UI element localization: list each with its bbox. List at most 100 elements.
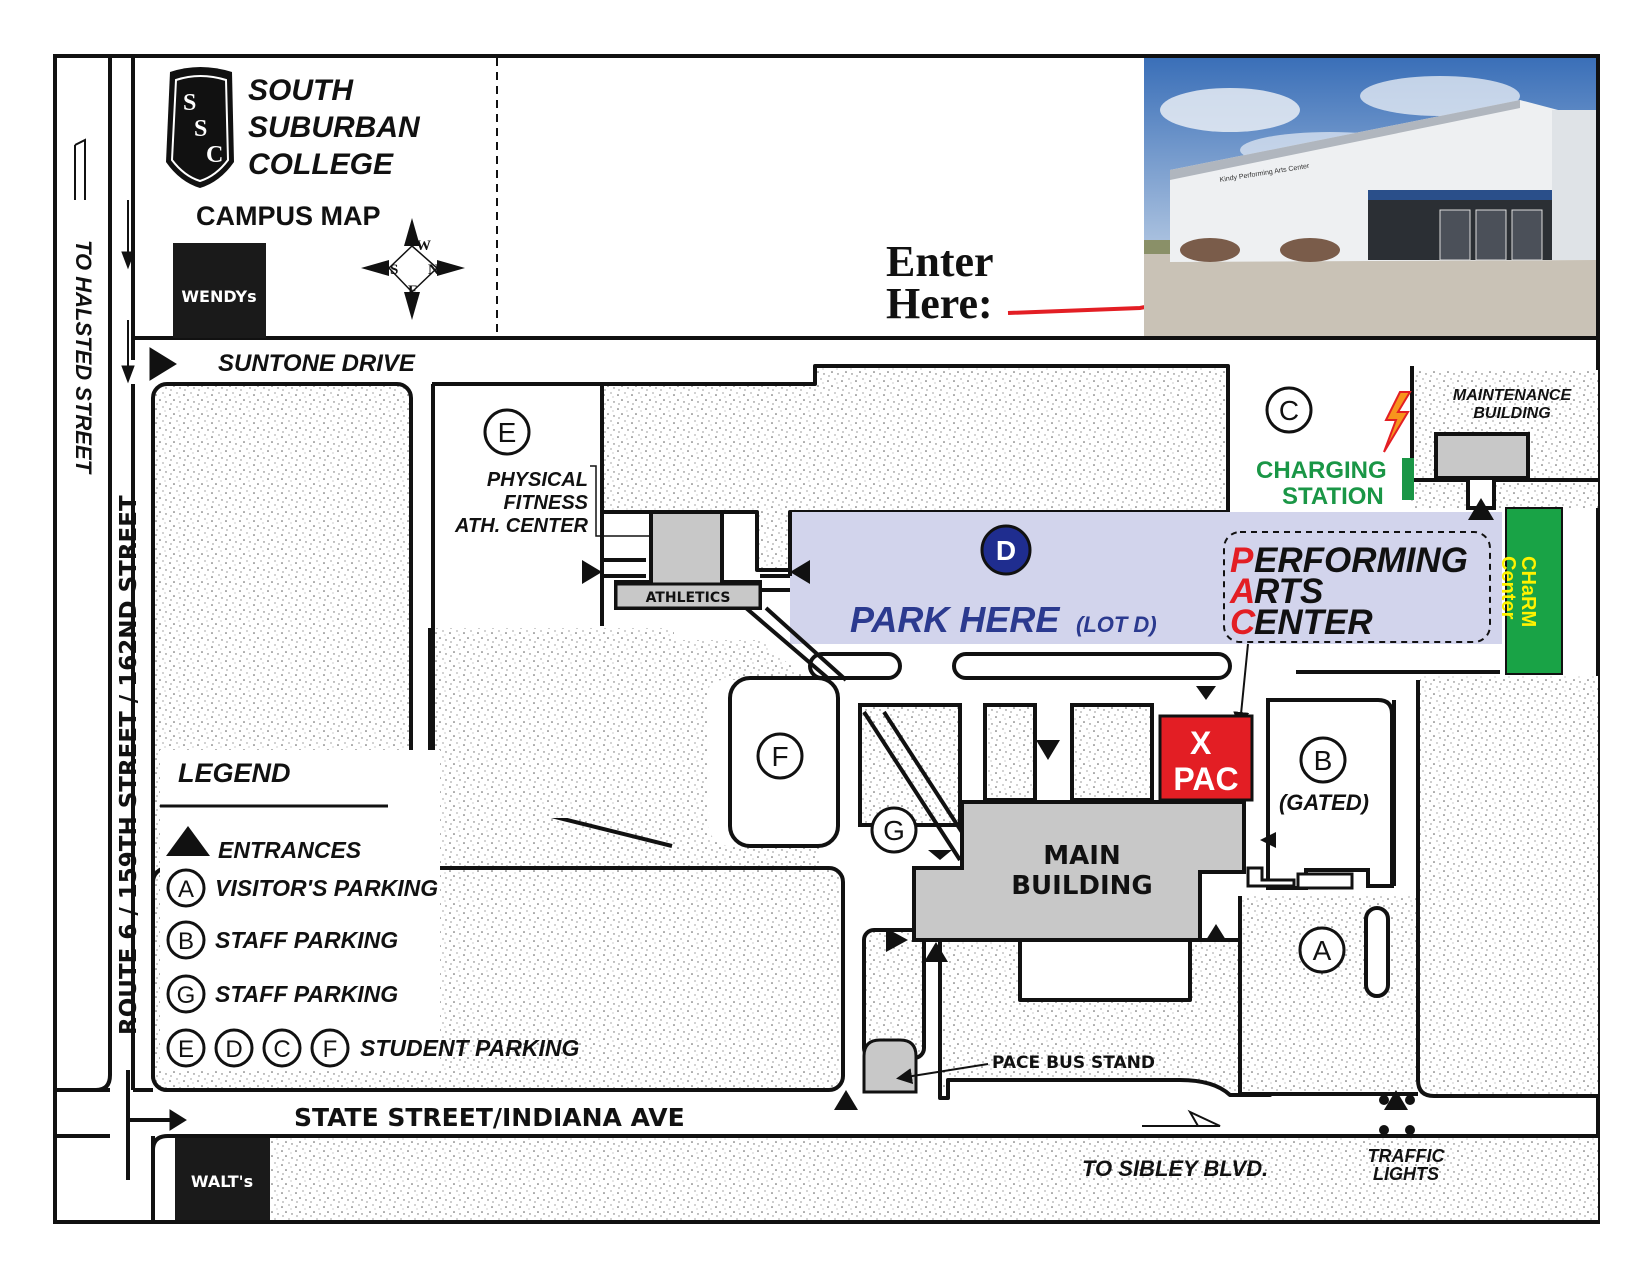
wendys-building	[173, 243, 266, 338]
legend-student: STUDENT PARKING	[360, 1035, 579, 1061]
legend-c-letter: C	[273, 1036, 290, 1063]
pac-initial-a: A	[1229, 572, 1255, 611]
bus-pointer	[896, 1063, 989, 1085]
legend-a-letter: A	[178, 876, 194, 903]
traffic-lights-line-1: TRAFFIC	[1368, 1146, 1446, 1166]
island-2	[952, 652, 1232, 680]
lot-a-badge[interactable]	[1298, 926, 1346, 974]
lightning-bolt-icon	[1383, 391, 1412, 453]
charging-bay	[1402, 458, 1414, 500]
logo-letter-1: S	[183, 90, 196, 116]
pace-bus-stand	[862, 1038, 918, 1094]
walts-label: WALT's	[191, 1172, 253, 1191]
state-street-label: STATE STREET/INDIANA AVE	[294, 1103, 685, 1132]
legend-title: LEGEND	[178, 758, 291, 788]
compass-e: E	[408, 283, 418, 299]
entrance-triangle-icon	[166, 826, 210, 856]
lot-d-letter: D	[996, 535, 1016, 566]
pac-line-1: ERFORMING	[1254, 541, 1468, 580]
walts-building	[175, 1138, 270, 1220]
lot-d[interactable]	[790, 512, 1502, 644]
legend-entrances: ENTRANCES	[218, 837, 362, 863]
halsted-street-label: TO HALSTED STREET	[71, 240, 96, 475]
lot-f-badge	[756, 732, 804, 780]
pac-initial-c: C	[1230, 603, 1256, 642]
sibley-blvd-label: TO SIBLEY BLVD.	[1082, 1156, 1268, 1181]
roads	[55, 58, 1598, 1220]
legend-staff-b: STAFF PARKING	[215, 927, 398, 953]
charging-line-2: STATION	[1282, 483, 1384, 510]
entrance-marker	[1468, 498, 1494, 520]
legend-visitor: VISITOR'S PARKING	[215, 875, 438, 901]
legend-e-letter: E	[178, 1036, 194, 1063]
compass-w: W	[416, 238, 431, 254]
lot-e-letter: E	[498, 417, 517, 448]
traffic-lights-icon	[1379, 1095, 1415, 1135]
park-here-label: PARK HERE	[850, 599, 1060, 640]
legend-b-letter: B	[178, 928, 194, 955]
x-mark-icon: X	[1190, 725, 1212, 761]
lot-g-badge[interactable]	[870, 806, 918, 854]
fitness-line-2: FITNESS	[504, 492, 589, 514]
pac-building-photo: Kindy Performing Arts Center	[1144, 58, 1596, 336]
entrance-marker	[582, 560, 602, 584]
island-1	[808, 652, 902, 680]
fitness-pointer	[590, 465, 687, 542]
charm-center	[1505, 507, 1563, 675]
enter-here-line-1: Enter	[886, 237, 994, 286]
pac-entrance-label: PAC	[1173, 761, 1238, 797]
lot-f-letter: F	[771, 741, 788, 772]
maintenance-line-2: BUILDING	[1473, 405, 1550, 422]
college-name-line-3: COLLEGE	[248, 148, 394, 181]
maintenance-building	[1434, 432, 1530, 480]
main-building-line-2: BUILDING	[1011, 871, 1153, 901]
wendys-label: WENDYs	[181, 287, 256, 306]
lot-a-letter: A	[1313, 935, 1332, 966]
lot-c-badge[interactable]	[1265, 386, 1313, 434]
logo-letter-3: C	[206, 142, 223, 168]
lot-e-badge[interactable]	[483, 408, 531, 456]
compass-s: S	[390, 262, 398, 278]
pac-entrance-box[interactable]	[1158, 714, 1254, 802]
legend-g-letter: G	[177, 982, 196, 1009]
legend-staff-g: STAFF PARKING	[215, 981, 398, 1007]
road-arrows	[74, 138, 1221, 1180]
pac-line-3: ENTER	[1254, 603, 1373, 642]
college-name-line-1: SOUTH	[248, 74, 354, 107]
charging-line-1: CHARGING	[1256, 457, 1387, 484]
lot-b-badge[interactable]	[1299, 736, 1347, 784]
pac-outline	[1223, 531, 1491, 643]
route6-label: ROUTE 6 / 159TH STREET / 162ND STREET	[116, 495, 142, 1035]
legend: LEGEND ENTRANCES A VISITOR'S PARKING B S…	[160, 750, 579, 1070]
suntone-drive-label: SUNTONE DRIVE	[218, 350, 416, 377]
athletics-label: ATHLETICS	[646, 590, 731, 606]
compass-rose: W S N E	[361, 218, 465, 320]
campus-map-title: CAMPUS MAP	[196, 201, 381, 231]
lot-c-letter: C	[1279, 395, 1299, 426]
pace-bus-label: PACE BUS STAND	[992, 1053, 1155, 1073]
entrance-markers	[834, 686, 1408, 1110]
fitness-line-3: ATH. CENTER	[454, 515, 589, 537]
ssc-logo: S S C	[166, 67, 234, 188]
lot-b-note: (GATED)	[1279, 790, 1369, 815]
fitness-line-1: PHYSICAL	[487, 469, 588, 491]
enter-here-line-2: Here:	[886, 279, 993, 328]
lot-d-badge	[980, 524, 1032, 576]
compass-n: N	[428, 262, 439, 278]
maintenance-line-1: MAINTENANCE	[1453, 387, 1573, 404]
pac-line-2: RTS	[1254, 572, 1323, 611]
charm-line-2: Center	[1497, 556, 1519, 620]
main-building	[912, 800, 1246, 942]
main-building-line-1: MAIN	[1043, 841, 1120, 871]
pac-initial-p: P	[1230, 541, 1254, 580]
entrance-marker	[790, 560, 810, 584]
college-name-line-2: SUBURBAN	[248, 111, 421, 144]
lot-d-sub-label: (LOT D)	[1076, 612, 1157, 637]
charm-line-1: CHaRM	[1517, 556, 1539, 627]
traffic-lights-line-2: LIGHTS	[1373, 1164, 1439, 1184]
logo-letter-2: S	[194, 116, 207, 142]
lot-g-letter: G	[883, 815, 905, 846]
pac-pointer	[1233, 643, 1250, 728]
lot-b-letter: B	[1314, 745, 1333, 776]
